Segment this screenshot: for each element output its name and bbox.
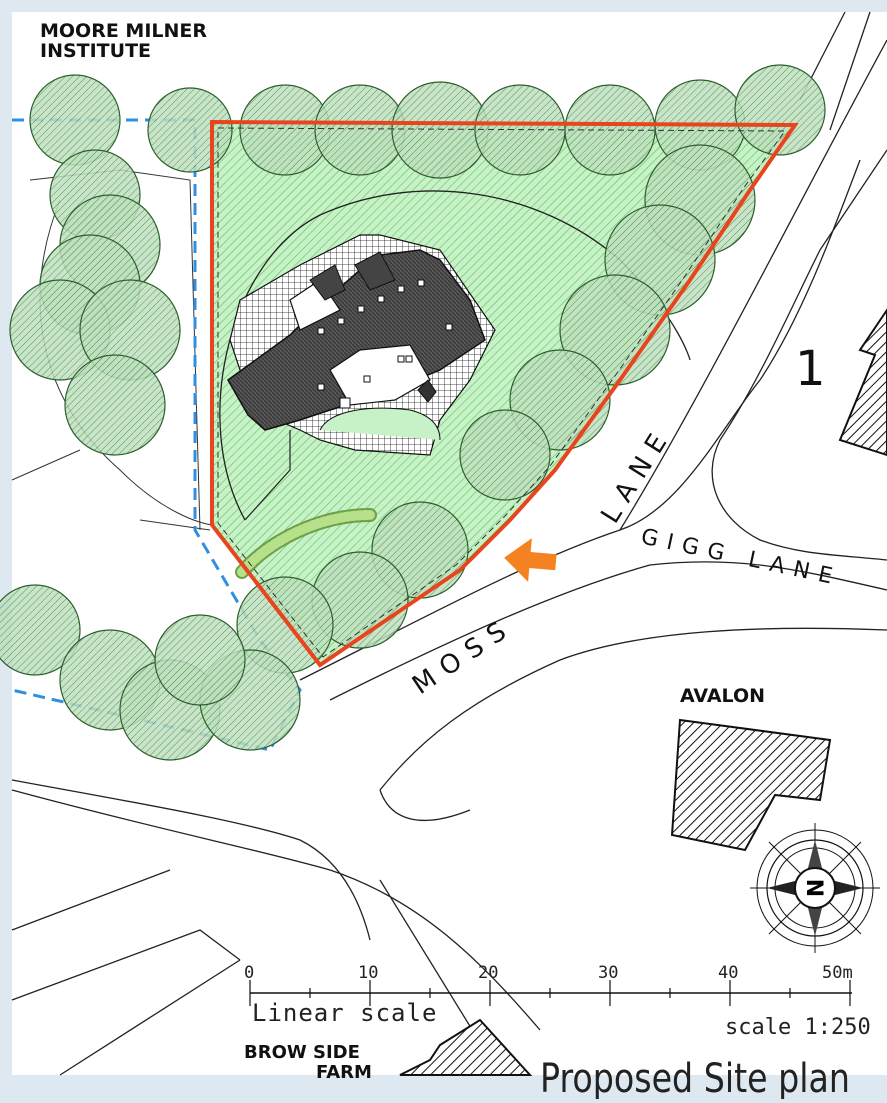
avalon-building bbox=[670, 718, 832, 852]
tree bbox=[154, 614, 246, 706]
institute-label-2: INSTITUTE bbox=[40, 40, 151, 62]
brow-side-farm-building bbox=[399, 1018, 533, 1076]
access-arrow bbox=[504, 538, 557, 582]
institute-label-1: MOORE MILNER bbox=[40, 20, 207, 42]
tree bbox=[147, 87, 233, 173]
scale-tick-50m: 50m bbox=[822, 963, 853, 983]
drawing-title: Proposed Site plan bbox=[540, 1056, 850, 1099]
north-letter: N bbox=[801, 879, 826, 897]
north-arrow: N bbox=[750, 823, 880, 953]
scale-caption: Linear scale bbox=[252, 999, 437, 1027]
avalon-label: AVALON bbox=[680, 685, 765, 707]
scale-tick-40: 40 bbox=[718, 963, 738, 983]
tree bbox=[391, 81, 489, 179]
tree bbox=[459, 409, 551, 501]
road-lines bbox=[11, 11, 887, 1076]
scale-tick-30: 30 bbox=[598, 963, 618, 983]
tree bbox=[734, 64, 826, 156]
site-boundary-red-line bbox=[210, 119, 799, 668]
plot-1-building bbox=[838, 308, 887, 457]
plot-number-label: 1 bbox=[795, 341, 826, 397]
scale-tick-10: 10 bbox=[358, 963, 378, 983]
proposed-house bbox=[227, 249, 486, 431]
tree bbox=[0, 584, 81, 676]
tree-canopies bbox=[0, 64, 826, 761]
brow-side-label-2: FARM bbox=[316, 1062, 372, 1083]
scale-tick-0: 0 bbox=[244, 963, 254, 983]
scale-ratio: scale 1:250 bbox=[725, 1015, 871, 1040]
linear-scale-bar: 0 10 20 30 40 50m Linear scale scale 1:2… bbox=[244, 963, 871, 1040]
tree bbox=[64, 354, 166, 456]
brow-side-label-1: BROW SIDE bbox=[244, 1042, 360, 1063]
scale-tick-20: 20 bbox=[478, 963, 498, 983]
